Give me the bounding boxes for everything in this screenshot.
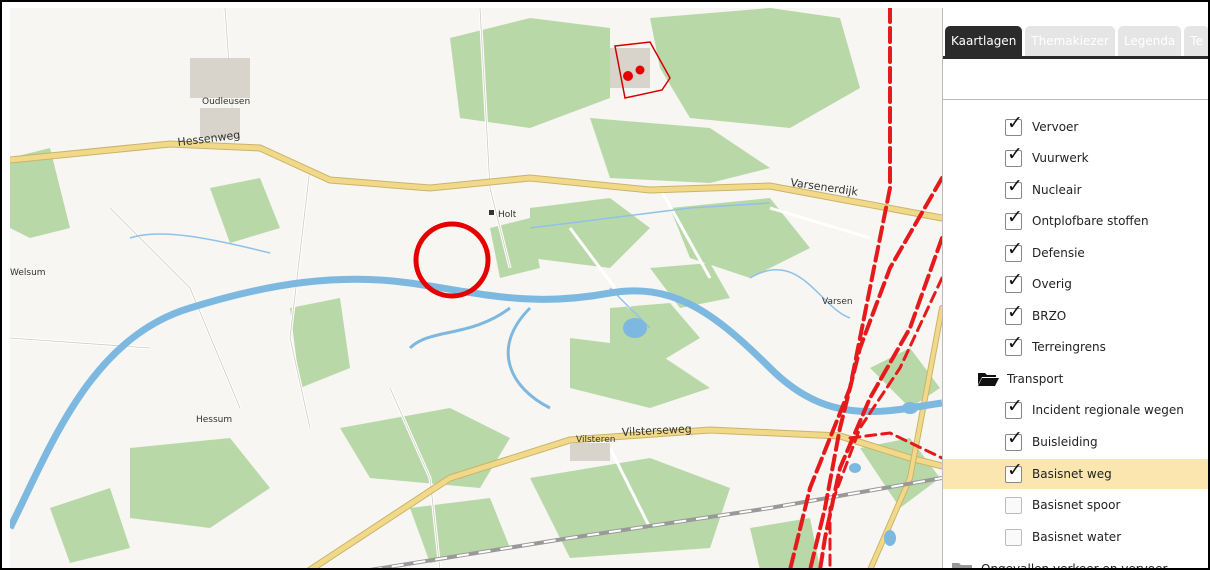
- layer-row-basisnet-weg[interactable]: ✓ Basisnet weg: [943, 459, 1208, 489]
- folder-row-ongevallen[interactable]: Ongevallen verkeer en vervoer: [943, 554, 1208, 570]
- layer-row-buisleiding[interactable]: ✓ Buisleiding: [943, 427, 1208, 457]
- layer-label: Vervoer: [1032, 120, 1079, 134]
- check-icon: ✓: [1007, 426, 1023, 449]
- check-icon: ✓: [1007, 237, 1023, 260]
- layer-label: Basisnet water: [1032, 530, 1122, 544]
- folder-row-transport[interactable]: Transport: [943, 364, 1208, 394]
- folder-label: Transport: [1007, 372, 1064, 386]
- checkbox-buisleiding[interactable]: ✓: [1005, 428, 1023, 451]
- map-view[interactable]: Oudleusen Holt Welsum Varsen Hessum Vils…: [10, 8, 942, 570]
- tab-kaartlagen[interactable]: Kaartlagen: [945, 26, 1023, 56]
- folder-closed-icon[interactable]: [951, 562, 973, 570]
- check-icon: ✓: [1007, 300, 1023, 323]
- layer-label: Basisnet spoor: [1032, 498, 1121, 512]
- place-label-holt: Holt: [498, 210, 517, 220]
- checkbox-nucleair[interactable]: ✓: [1005, 176, 1023, 199]
- place-label-welsum: Welsum: [10, 268, 46, 278]
- layer-row-nucleair[interactable]: ✓ Nucleair: [943, 175, 1208, 205]
- checkbox-terreingrens[interactable]: ✓: [1005, 333, 1023, 356]
- map-canvas[interactable]: Oudleusen Holt Welsum Varsen Hessum Vils…: [10, 8, 942, 570]
- tab-legenda[interactable]: Legenda: [1117, 26, 1182, 56]
- layer-label: Vuurwerk: [1032, 151, 1089, 165]
- check-icon: ✓: [1007, 268, 1023, 291]
- tab-truncated[interactable]: Te: [1184, 26, 1208, 56]
- checkbox-basisnet-spoor[interactable]: [1005, 496, 1022, 514]
- layer-row-basisnet-water[interactable]: Basisnet water: [943, 522, 1208, 552]
- layer-row-overig[interactable]: ✓ Overig: [943, 269, 1208, 299]
- folder-open-icon[interactable]: [977, 372, 999, 386]
- layer-row-terreingrens[interactable]: ✓ Terreingrens: [943, 332, 1208, 362]
- layer-label: Nucleair: [1032, 183, 1082, 197]
- check-icon: ✓: [1007, 331, 1023, 354]
- checkbox-ontplofbare-stoffen[interactable]: ✓: [1005, 207, 1023, 230]
- checkbox-vervoer[interactable]: ✓: [1005, 113, 1023, 136]
- check-icon: ✓: [1007, 205, 1023, 228]
- checkbox-basisnet-water[interactable]: [1005, 528, 1022, 546]
- railway: [369, 476, 942, 568]
- ponds: [623, 318, 918, 546]
- check-icon: ✓: [1007, 458, 1023, 481]
- tab-themakiezer[interactable]: Themakiezer: [1025, 26, 1115, 56]
- check-icon: ✓: [1007, 394, 1023, 417]
- checkbox-basisnet-weg[interactable]: ✓: [1005, 460, 1023, 483]
- layer-row-brzo[interactable]: ✓ BRZO: [943, 301, 1208, 331]
- checkbox-defensie[interactable]: ✓: [1005, 239, 1023, 262]
- layer-label: BRZO: [1032, 309, 1067, 323]
- place-label-oudleusen: Oudleusen: [202, 97, 250, 107]
- layer-label: Buisleiding: [1032, 435, 1098, 449]
- layer-row-ontplofbare-stoffen[interactable]: ✓ Ontplofbare stoffen: [943, 206, 1208, 236]
- layer-label: Incident regionale wegen: [1032, 403, 1184, 417]
- checkbox-overig[interactable]: ✓: [1005, 270, 1023, 293]
- layer-row-vuurwerk[interactable]: ✓ Vuurwerk: [943, 143, 1208, 173]
- check-icon: ✓: [1007, 111, 1023, 134]
- place-label-vilsteren: Vilsteren: [576, 435, 615, 445]
- check-icon: ✓: [1007, 142, 1023, 165]
- village-blocks: [190, 48, 650, 461]
- highlight-circle: [413, 221, 491, 299]
- site-boundary: [614, 41, 671, 99]
- folder-label: Ongevallen verkeer en vervoer: [981, 562, 1168, 570]
- layer-label: Basisnet weg: [1032, 467, 1112, 481]
- layer-label: Ontplofbare stoffen: [1032, 214, 1149, 228]
- layer-panel: Kaartlagen Themakiezer Legenda Te ✓ Verv…: [942, 8, 1208, 570]
- layer-label: Defensie: [1032, 246, 1085, 260]
- main-roads: [10, 140, 942, 568]
- layer-label: Overig: [1032, 277, 1072, 291]
- route-lines: [788, 8, 942, 568]
- check-icon: ✓: [1007, 174, 1023, 197]
- checkbox-vuurwerk[interactable]: ✓: [1005, 144, 1023, 167]
- forest-areas: [10, 8, 940, 568]
- checkbox-incident-regionale-wegen[interactable]: ✓: [1005, 396, 1023, 419]
- layer-row-vervoer[interactable]: ✓ Vervoer: [943, 112, 1208, 142]
- layer-row-basisnet-spoor[interactable]: Basisnet spoor: [943, 490, 1208, 520]
- place-marker-holt: [489, 210, 494, 215]
- layer-row-defensie[interactable]: ✓ Defensie: [943, 238, 1208, 268]
- place-label-hessum: Hessum: [196, 415, 232, 425]
- panel-tabs: Kaartlagen Themakiezer Legenda Te: [943, 26, 1208, 59]
- layer-label: Terreingrens: [1032, 340, 1106, 354]
- river-branch: [408, 306, 551, 410]
- panel-filter-bar: [943, 59, 1208, 100]
- checkbox-brzo[interactable]: ✓: [1005, 302, 1023, 325]
- road-label-vilsterseweg: Vilsterseweg: [621, 422, 692, 439]
- layer-row-incident-regionale-wegen[interactable]: ✓ Incident regionale wegen: [943, 395, 1208, 425]
- place-label-varsen: Varsen: [822, 297, 853, 307]
